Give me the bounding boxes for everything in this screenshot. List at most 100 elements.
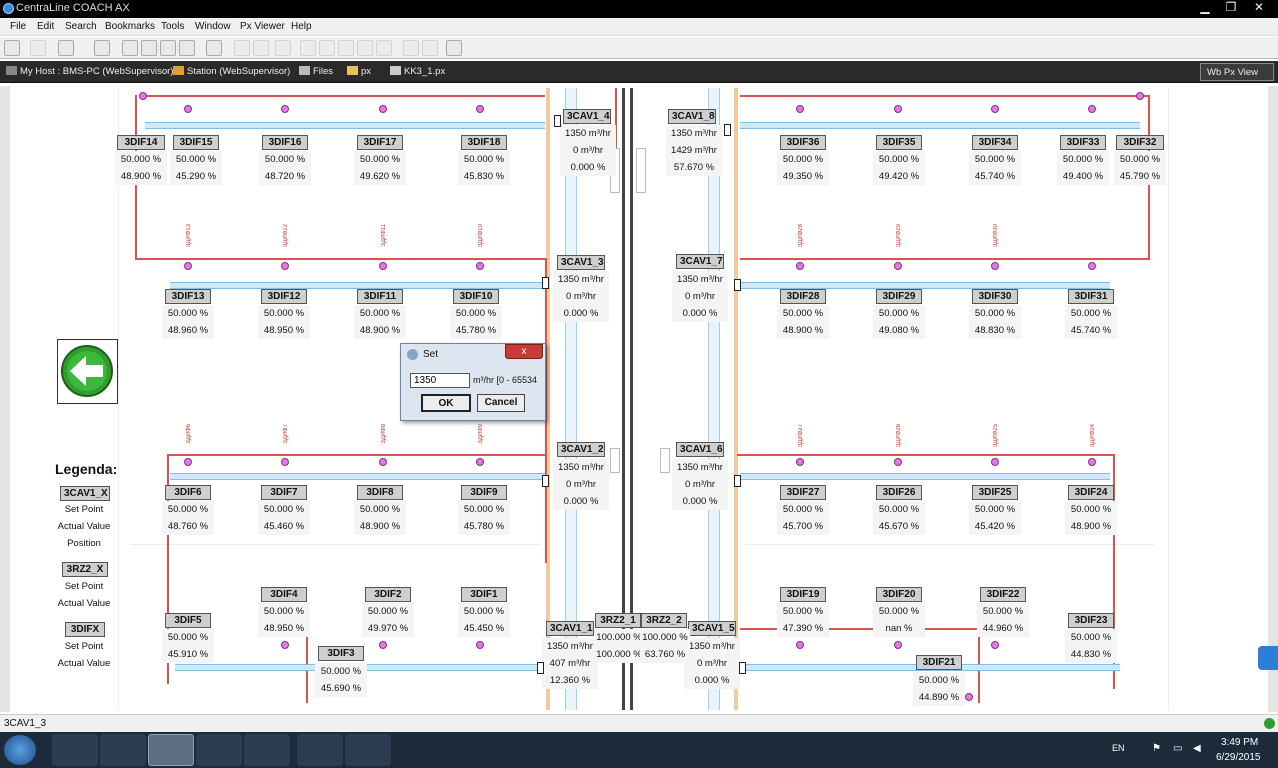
view-selector[interactable]: Wb Px View (1200, 63, 1274, 81)
diffuser-label[interactable]: 3DIF14 (117, 135, 165, 150)
diffuser-node[interactable] (379, 641, 387, 649)
close-icon[interactable]: ✕ (1253, 0, 1265, 14)
cav-label[interactable]: 3CAV1_4 (563, 109, 611, 124)
refresh-icon[interactable] (122, 40, 138, 56)
diffuser-label[interactable]: 3DIF18 (461, 135, 507, 150)
diffuser-node[interactable] (894, 262, 902, 270)
diffuser-node[interactable] (184, 105, 192, 113)
diffuser-label[interactable]: 3DIF10 (453, 289, 499, 304)
diffuser-node[interactable] (796, 105, 804, 113)
cav-label[interactable]: 3CAV1_6 (676, 442, 724, 457)
diffuser-node[interactable] (1088, 262, 1096, 270)
diffuser-node[interactable] (379, 262, 387, 270)
diffuser-node[interactable] (965, 693, 973, 701)
diffuser-label[interactable]: 3DIF29 (876, 289, 922, 304)
taskbar-coach-icon[interactable] (148, 734, 194, 766)
diffuser-node[interactable] (1088, 458, 1096, 466)
diffuser-node[interactable] (991, 458, 999, 466)
cav-label[interactable]: 3CAV1_3 (557, 255, 605, 270)
home-icon[interactable] (141, 40, 157, 56)
diffuser-node[interactable] (281, 458, 289, 466)
cav-label[interactable]: 3CAV1_7 (676, 254, 724, 269)
forward-icon[interactable] (30, 40, 46, 56)
diffuser-label[interactable]: 3DIF3 (318, 646, 364, 661)
delete-icon[interactable] (376, 40, 392, 56)
diffuser-label[interactable]: 3DIF21 (916, 655, 962, 670)
diffuser-label[interactable]: 3DIF2 (365, 587, 411, 602)
diffuser-label[interactable]: 3DIF22 (980, 587, 1026, 602)
diffuser-label[interactable]: 3DIF13 (165, 289, 211, 304)
save-icon[interactable] (234, 40, 250, 56)
diffuser-node[interactable] (1088, 105, 1096, 113)
diffuser-node[interactable] (894, 641, 902, 649)
diffuser-label[interactable]: 3DIF25 (972, 485, 1018, 500)
clock-date[interactable]: 6/29/2015 (1216, 752, 1261, 763)
diffuser-node[interactable] (991, 641, 999, 649)
cancel-button[interactable]: Cancel (477, 394, 525, 412)
diffuser-label[interactable]: 3DIF7 (261, 485, 307, 500)
diffuser-label[interactable]: 3DIF31 (1068, 289, 1114, 304)
cut-icon[interactable] (300, 40, 316, 56)
diffuser-node[interactable] (281, 641, 289, 649)
diffuser-node[interactable] (894, 458, 902, 466)
diffuser-label[interactable]: 3DIF17 (357, 135, 403, 150)
taskbar-paint-icon[interactable] (345, 734, 391, 766)
diffuser-node[interactable] (476, 105, 484, 113)
diffuser-label[interactable]: 3DIF4 (261, 587, 307, 602)
sync-icon[interactable] (160, 40, 176, 56)
cav-label[interactable]: 3CAV1_1 (546, 621, 594, 636)
diffuser-label[interactable]: 3DIF36 (780, 135, 826, 150)
diffuser-label[interactable]: 3DIF5 (165, 613, 211, 628)
up-icon[interactable] (58, 40, 74, 56)
diffuser-label[interactable]: 3DIF32 (1116, 135, 1164, 150)
diffuser-node[interactable] (184, 262, 192, 270)
stop-icon[interactable] (275, 40, 291, 56)
menu-edit[interactable]: Edit (37, 21, 55, 32)
back-icon[interactable] (4, 40, 20, 56)
diffuser-label[interactable]: 3DIF9 (461, 485, 507, 500)
duplicate-icon[interactable] (357, 40, 373, 56)
diffuser-node[interactable] (991, 262, 999, 270)
back-nav-button[interactable] (57, 339, 118, 404)
diffuser-node[interactable] (476, 641, 484, 649)
edit-icon[interactable] (179, 40, 195, 56)
volume-icon[interactable]: ◀ (1193, 743, 1201, 754)
taskbar-teamviewer-icon[interactable] (297, 734, 343, 766)
diffuser-label[interactable]: 3DIF6 (165, 485, 211, 500)
path-station[interactable]: Station (WebSupervisor) (173, 66, 290, 77)
diffuser-node[interactable] (379, 105, 387, 113)
diffuser-node[interactable] (796, 458, 804, 466)
path-file[interactable]: KK3_1.px (390, 66, 445, 77)
diffuser-label[interactable]: 3DIF19 (780, 587, 826, 602)
sidebar-icon[interactable] (94, 40, 110, 56)
save-all-icon[interactable] (253, 40, 269, 56)
menu-bookmarks[interactable]: Bookmarks (105, 21, 156, 32)
diffuser-label[interactable]: 3DIF34 (972, 135, 1018, 150)
menu-tools[interactable]: Tools (161, 21, 185, 32)
diffuser-node[interactable] (281, 105, 289, 113)
taskbar-bell-icon[interactable] (196, 734, 242, 766)
diffuser-label[interactable]: 3DIF24 (1068, 485, 1114, 500)
diffuser-node[interactable] (796, 641, 804, 649)
diffuser-label[interactable]: 3DIF20 (876, 587, 922, 602)
lang-indicator[interactable]: EN (1112, 743, 1125, 753)
ok-button[interactable]: OK (421, 394, 471, 412)
diffuser-node[interactable] (379, 458, 387, 466)
diffuser-label[interactable]: 3DIF16 (262, 135, 308, 150)
dialog-close-button[interactable]: x (505, 344, 543, 359)
copy-icon[interactable] (319, 40, 335, 56)
cav-label[interactable]: 3CAV1_8 (668, 109, 716, 124)
diffuser-label[interactable]: 3DIF26 (876, 485, 922, 500)
menu-help[interactable]: Help (291, 21, 312, 32)
rz-label[interactable]: 3RZ2_1 (595, 613, 641, 628)
maximize-icon[interactable]: ❐ (1225, 0, 1237, 14)
taskbar-chrome-icon[interactable] (100, 734, 146, 766)
redo-icon[interactable] (422, 40, 438, 56)
setpoint-input[interactable] (410, 373, 470, 388)
flag-icon[interactable]: ⚑ (1152, 743, 1161, 754)
diffuser-label[interactable]: 3DIF30 (972, 289, 1018, 304)
path-host[interactable]: My Host : BMS-PC (WebSupervisor) (6, 66, 173, 77)
cav-label[interactable]: 3CAV1_2 (557, 442, 605, 457)
network-icon[interactable]: ▭ (1173, 743, 1183, 754)
taskbar-explorer-icon[interactable] (52, 734, 98, 766)
